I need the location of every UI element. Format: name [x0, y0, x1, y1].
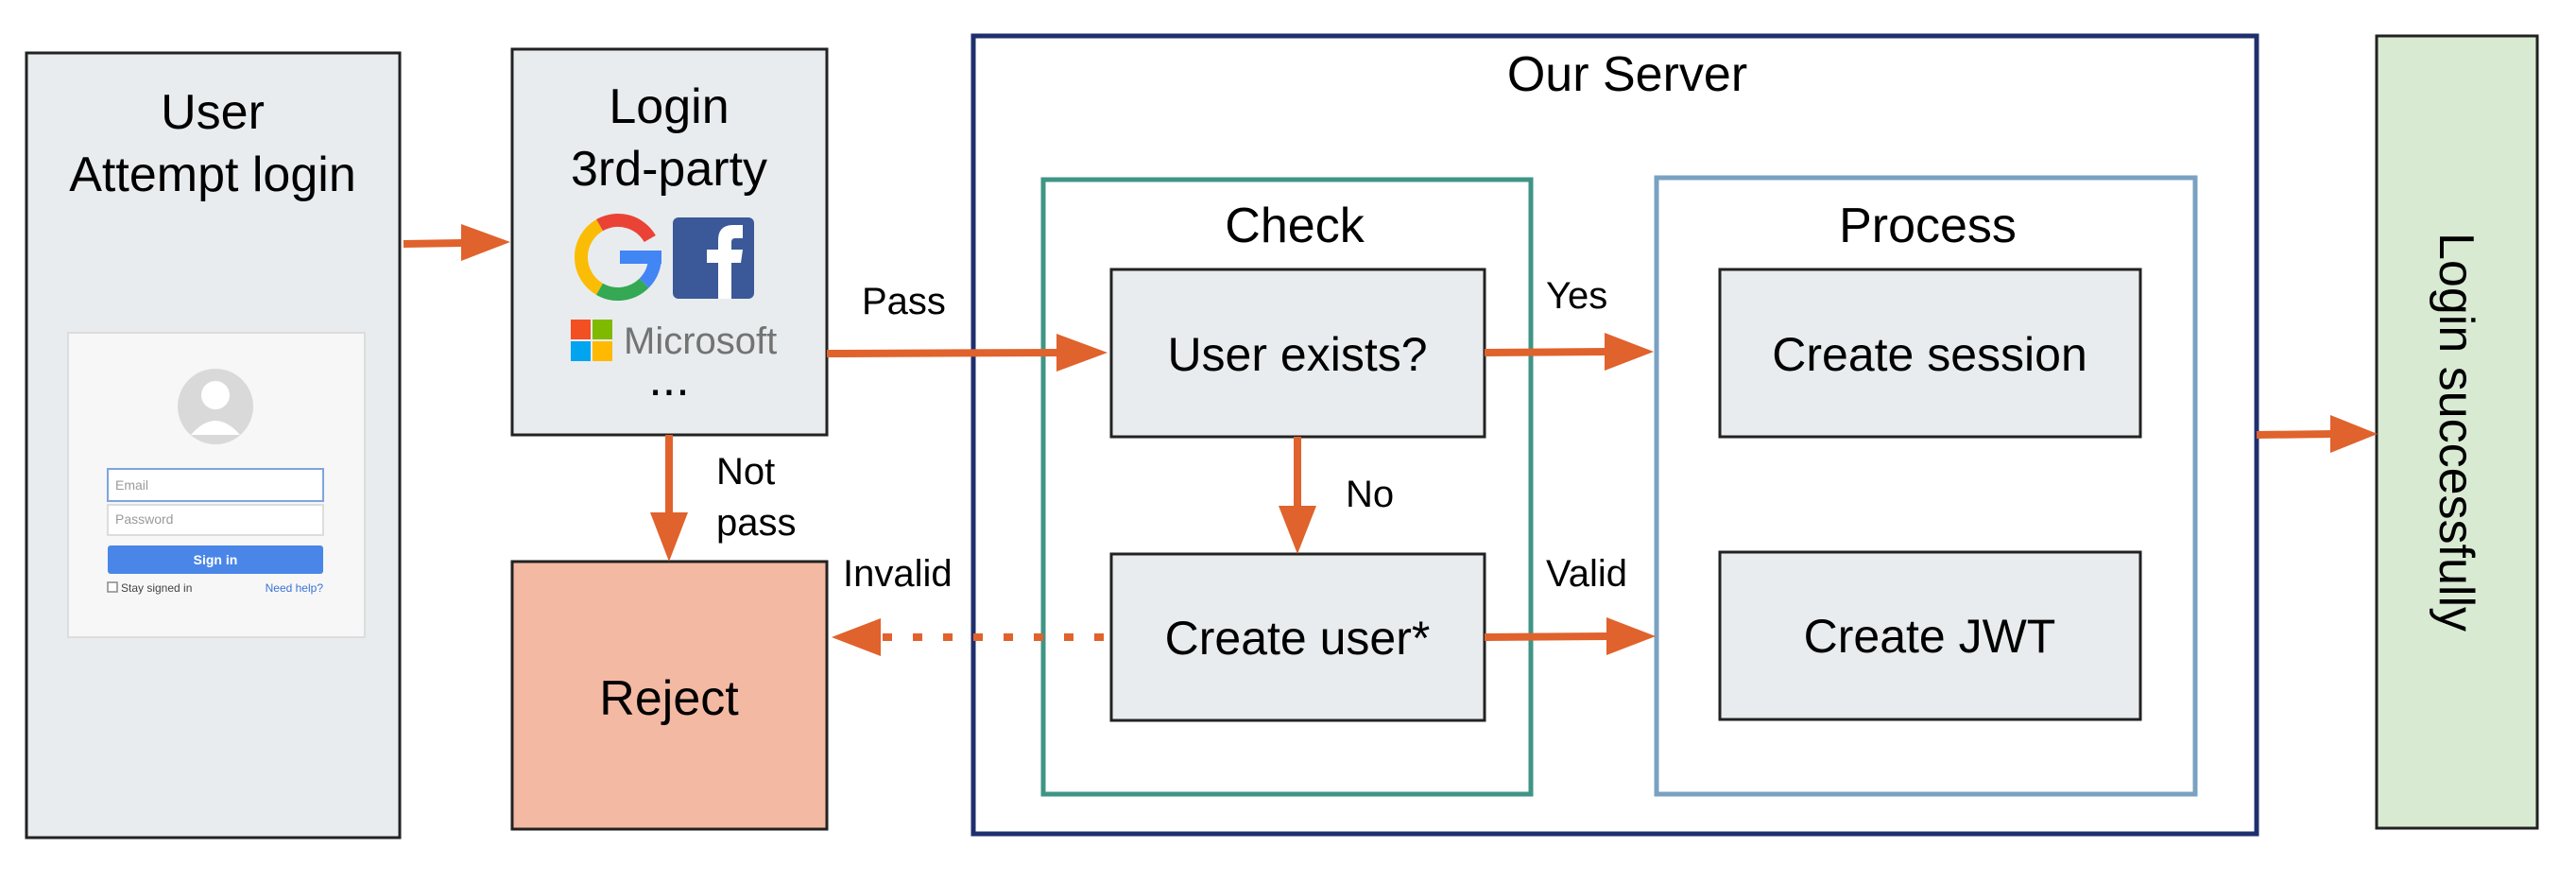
check-title: Check [1225, 199, 1365, 253]
label-not-pass-2: pass [716, 502, 797, 544]
need-help-link: Need help? [266, 581, 324, 595]
arrowhead-valid [1606, 617, 1656, 655]
label-valid: Valid [1546, 553, 1627, 595]
user-exists-label: User exists? [1167, 328, 1427, 381]
reject-box [510, 560, 829, 831]
reject-label: Reject [599, 671, 739, 726]
create-session-box [1718, 268, 2142, 439]
edge-pass [826, 349, 1059, 357]
label-invalid: Invalid [843, 553, 953, 595]
process-box [1654, 175, 2198, 797]
login-subtitle: 3rd-party [571, 142, 767, 197]
label-pass: Pass [862, 281, 946, 322]
create-user-label: Create user* [1165, 612, 1431, 665]
user-title: User [161, 85, 265, 140]
facebook-icon [673, 217, 754, 299]
success-label: Login successfully [2429, 233, 2483, 632]
edge-server-to-success [2256, 430, 2335, 439]
google-icon [574, 213, 662, 302]
arrowhead-pass [1056, 334, 1108, 372]
process-title: Process [1839, 199, 2017, 253]
create-jwt-box [1718, 550, 2142, 721]
arrowhead-reject [650, 512, 688, 562]
stay-signed-in-checkbox [107, 581, 118, 593]
email-placeholder: Email [115, 477, 148, 493]
signin-label: Sign in [194, 552, 238, 567]
create-jwt-label: Create JWT [1804, 610, 2056, 663]
edge-valid [1484, 632, 1609, 641]
check-box [1040, 177, 1534, 797]
arrowhead-success [2330, 415, 2378, 453]
server-title: Our Server [1507, 47, 1747, 102]
arrowhead-invalid [832, 618, 881, 656]
more-providers-ellipsis: ... [648, 352, 689, 407]
edge-user-to-login [403, 239, 464, 248]
signin-button [108, 545, 323, 574]
arrowhead-no [1279, 506, 1316, 554]
server-container: Our Server Check User exists? Create use… [970, 33, 2259, 837]
process-container: Process Create session Create JWT [1654, 175, 2198, 797]
reject-node: Reject [510, 560, 829, 831]
password-placeholder: Password [115, 511, 173, 527]
login-3rd-party-node: Login 3rd-party Microsoft ... [510, 47, 829, 437]
label-no: No [1346, 474, 1394, 515]
create-user-box [1109, 552, 1486, 722]
login-title: Login [609, 79, 729, 134]
password-field [107, 504, 324, 536]
stay-signed-in-label: Stay signed in [121, 581, 192, 595]
microsoft-icon [571, 320, 612, 361]
email-field [107, 468, 324, 502]
microsoft-label: Microsoft [624, 320, 777, 362]
user-node: User Attempt login Email Password Sign i… [25, 51, 402, 840]
check-container: Check User exists? Create user* [1040, 177, 1534, 797]
create-session-label: Create session [1772, 328, 2087, 381]
edge-labels: Pass Not pass Invalid Yes No Valid [716, 275, 1627, 595]
arrowhead-login [461, 224, 510, 261]
edges [403, 224, 2378, 656]
success-box [2375, 34, 2539, 830]
label-yes: Yes [1546, 275, 1607, 317]
user-subtitle: Attempt login [69, 147, 356, 202]
user-exists-box [1109, 268, 1486, 439]
label-not-pass-1: Not [716, 451, 775, 493]
avatar [178, 369, 253, 444]
arrowhead-yes [1605, 333, 1654, 371]
edge-yes [1484, 348, 1607, 356]
success-node: Login successfully [2375, 34, 2539, 830]
login-form-thumbnail: Email Password Sign in Stay signed in Ne… [67, 332, 366, 638]
login-3rd-party-box [510, 47, 829, 437]
